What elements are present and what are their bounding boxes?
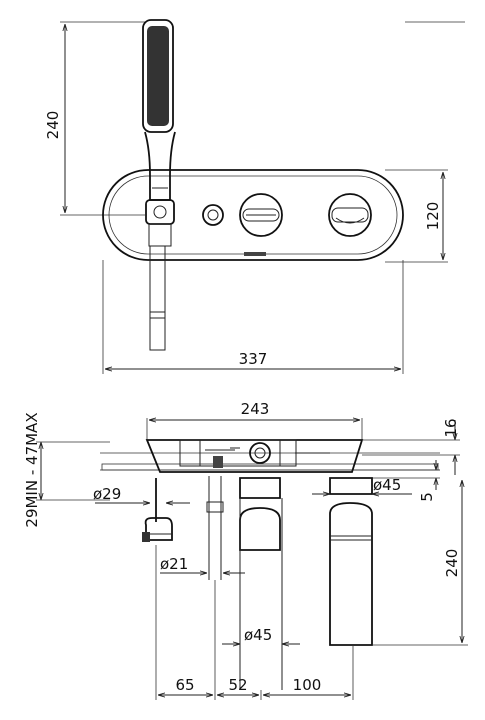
dimension-handle-left-dia: ø45 bbox=[222, 626, 300, 644]
label-outlet-dia: ø29 bbox=[93, 485, 121, 503]
cover-plate bbox=[102, 169, 404, 261]
handle-left-side bbox=[239, 477, 283, 690]
dimension-handle-right-dia: ø45 bbox=[312, 476, 412, 494]
label-rod-dia: ø21 bbox=[160, 555, 188, 573]
dimension-gap: 5 bbox=[418, 460, 436, 502]
label-spacing-2: 52 bbox=[228, 676, 247, 694]
label-spout-height: 240 bbox=[443, 549, 461, 578]
diverter-knob bbox=[202, 204, 224, 226]
label-plate-width: 337 bbox=[239, 350, 268, 368]
dimension-spout-height: 240 bbox=[443, 480, 462, 643]
dimension-spacing: 65 52 100 bbox=[158, 676, 351, 695]
dimension-handshower-height: 240 bbox=[44, 24, 65, 213]
handshower-outlet bbox=[142, 478, 173, 542]
dimension-plate-width: 337 bbox=[105, 350, 401, 369]
dimension-top-depth: 16 bbox=[442, 418, 460, 475]
diverter-rod bbox=[206, 476, 224, 580]
dimension-wall-depth: 29MIN - 47MAX bbox=[23, 412, 110, 528]
brand-logo bbox=[244, 252, 266, 256]
label-gap: 5 bbox=[418, 492, 436, 502]
spout-side bbox=[329, 477, 373, 646]
dimension-rod-dia: ø21 bbox=[160, 555, 245, 573]
front-view: 240 120 bbox=[44, 19, 465, 374]
label-plate-height: 120 bbox=[424, 202, 442, 231]
label-handshower-height: 240 bbox=[44, 111, 62, 140]
dimension-outlet-dia: ø29 bbox=[93, 485, 190, 503]
label-handle-right-dia: ø45 bbox=[373, 476, 401, 494]
handle-left bbox=[239, 193, 283, 237]
dimension-plate-height: 120 bbox=[424, 172, 443, 260]
handshower bbox=[142, 19, 176, 351]
label-body-width: 243 bbox=[241, 400, 270, 418]
label-wall-depth: 29MIN - 47MAX bbox=[23, 412, 41, 527]
side-view: 243 29MIN - 47MAX bbox=[23, 400, 468, 700]
dimension-body-width: 243 bbox=[149, 400, 360, 420]
label-handle-left-dia: ø45 bbox=[244, 626, 272, 644]
label-spacing-3: 100 bbox=[293, 676, 322, 694]
label-spacing-1: 65 bbox=[175, 676, 194, 694]
label-top-depth: 16 bbox=[442, 418, 460, 437]
handle-right bbox=[328, 193, 372, 237]
valve-body bbox=[145, 439, 364, 473]
